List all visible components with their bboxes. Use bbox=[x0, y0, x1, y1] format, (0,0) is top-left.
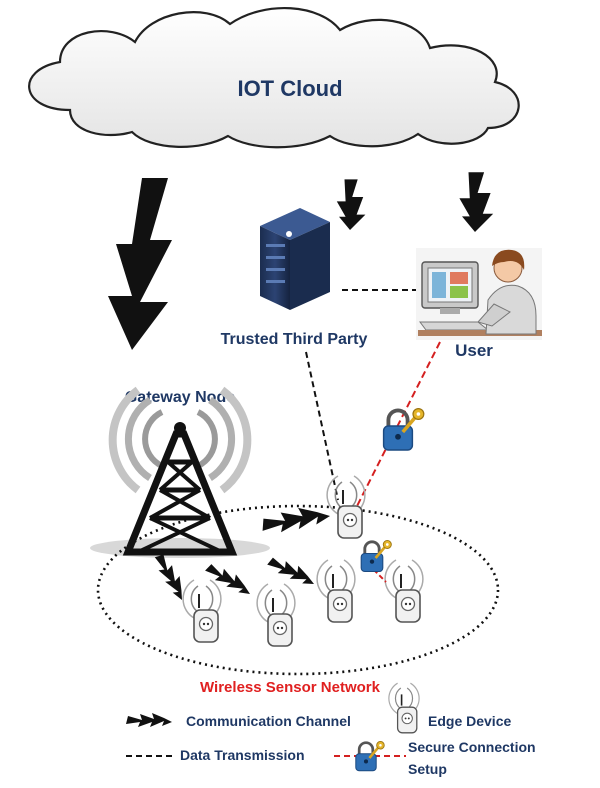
cloud-icon bbox=[28, 7, 520, 149]
trusted-third-party-label: Trusted Third Party bbox=[221, 331, 368, 348]
data-transmission-line bbox=[305, 351, 339, 501]
legend: Communication Channel Edge Device Data T… bbox=[126, 682, 536, 777]
lightning-bolt-icon bbox=[459, 172, 494, 232]
lightning-bolt-icon bbox=[126, 713, 172, 727]
edge-device-icon bbox=[384, 559, 424, 623]
legend-secure-label-line2: Setup bbox=[408, 761, 447, 777]
lightning-bolt-icon bbox=[151, 551, 191, 603]
server-icon bbox=[260, 208, 330, 310]
edge-device-icon bbox=[256, 583, 296, 647]
legend-communication-label: Communication Channel bbox=[186, 713, 351, 729]
secure-connection-line bbox=[353, 341, 441, 513]
padlock-key-icon bbox=[359, 539, 393, 573]
legend-secure-label-line1: Secure Connection bbox=[408, 739, 536, 755]
lightning-bolt-icon bbox=[265, 553, 319, 589]
edge-device-icon bbox=[182, 579, 222, 643]
lightning-bolt-icon bbox=[108, 178, 172, 350]
user-at-computer-icon bbox=[416, 248, 542, 340]
edge-device-icon bbox=[316, 559, 356, 623]
lightning-bolt-icon bbox=[336, 179, 366, 230]
padlock-key-icon bbox=[381, 406, 426, 452]
padlock-key-icon bbox=[354, 740, 386, 773]
user-label: User bbox=[455, 341, 493, 360]
edge-device-icon bbox=[326, 475, 366, 539]
lightning-bolt-icon bbox=[259, 502, 332, 536]
radio-tower-icon bbox=[90, 386, 270, 558]
wsn-label: Wireless Sensor Network bbox=[200, 679, 381, 696]
gateway-node-label: Gateway Node bbox=[125, 389, 235, 406]
cloud-label: IOT Cloud bbox=[237, 76, 342, 101]
legend-edge-label: Edge Device bbox=[428, 713, 511, 729]
edge-device-icon bbox=[388, 682, 420, 734]
wsn-boundary bbox=[96, 504, 500, 676]
legend-data-label: Data Transmission bbox=[180, 747, 305, 763]
